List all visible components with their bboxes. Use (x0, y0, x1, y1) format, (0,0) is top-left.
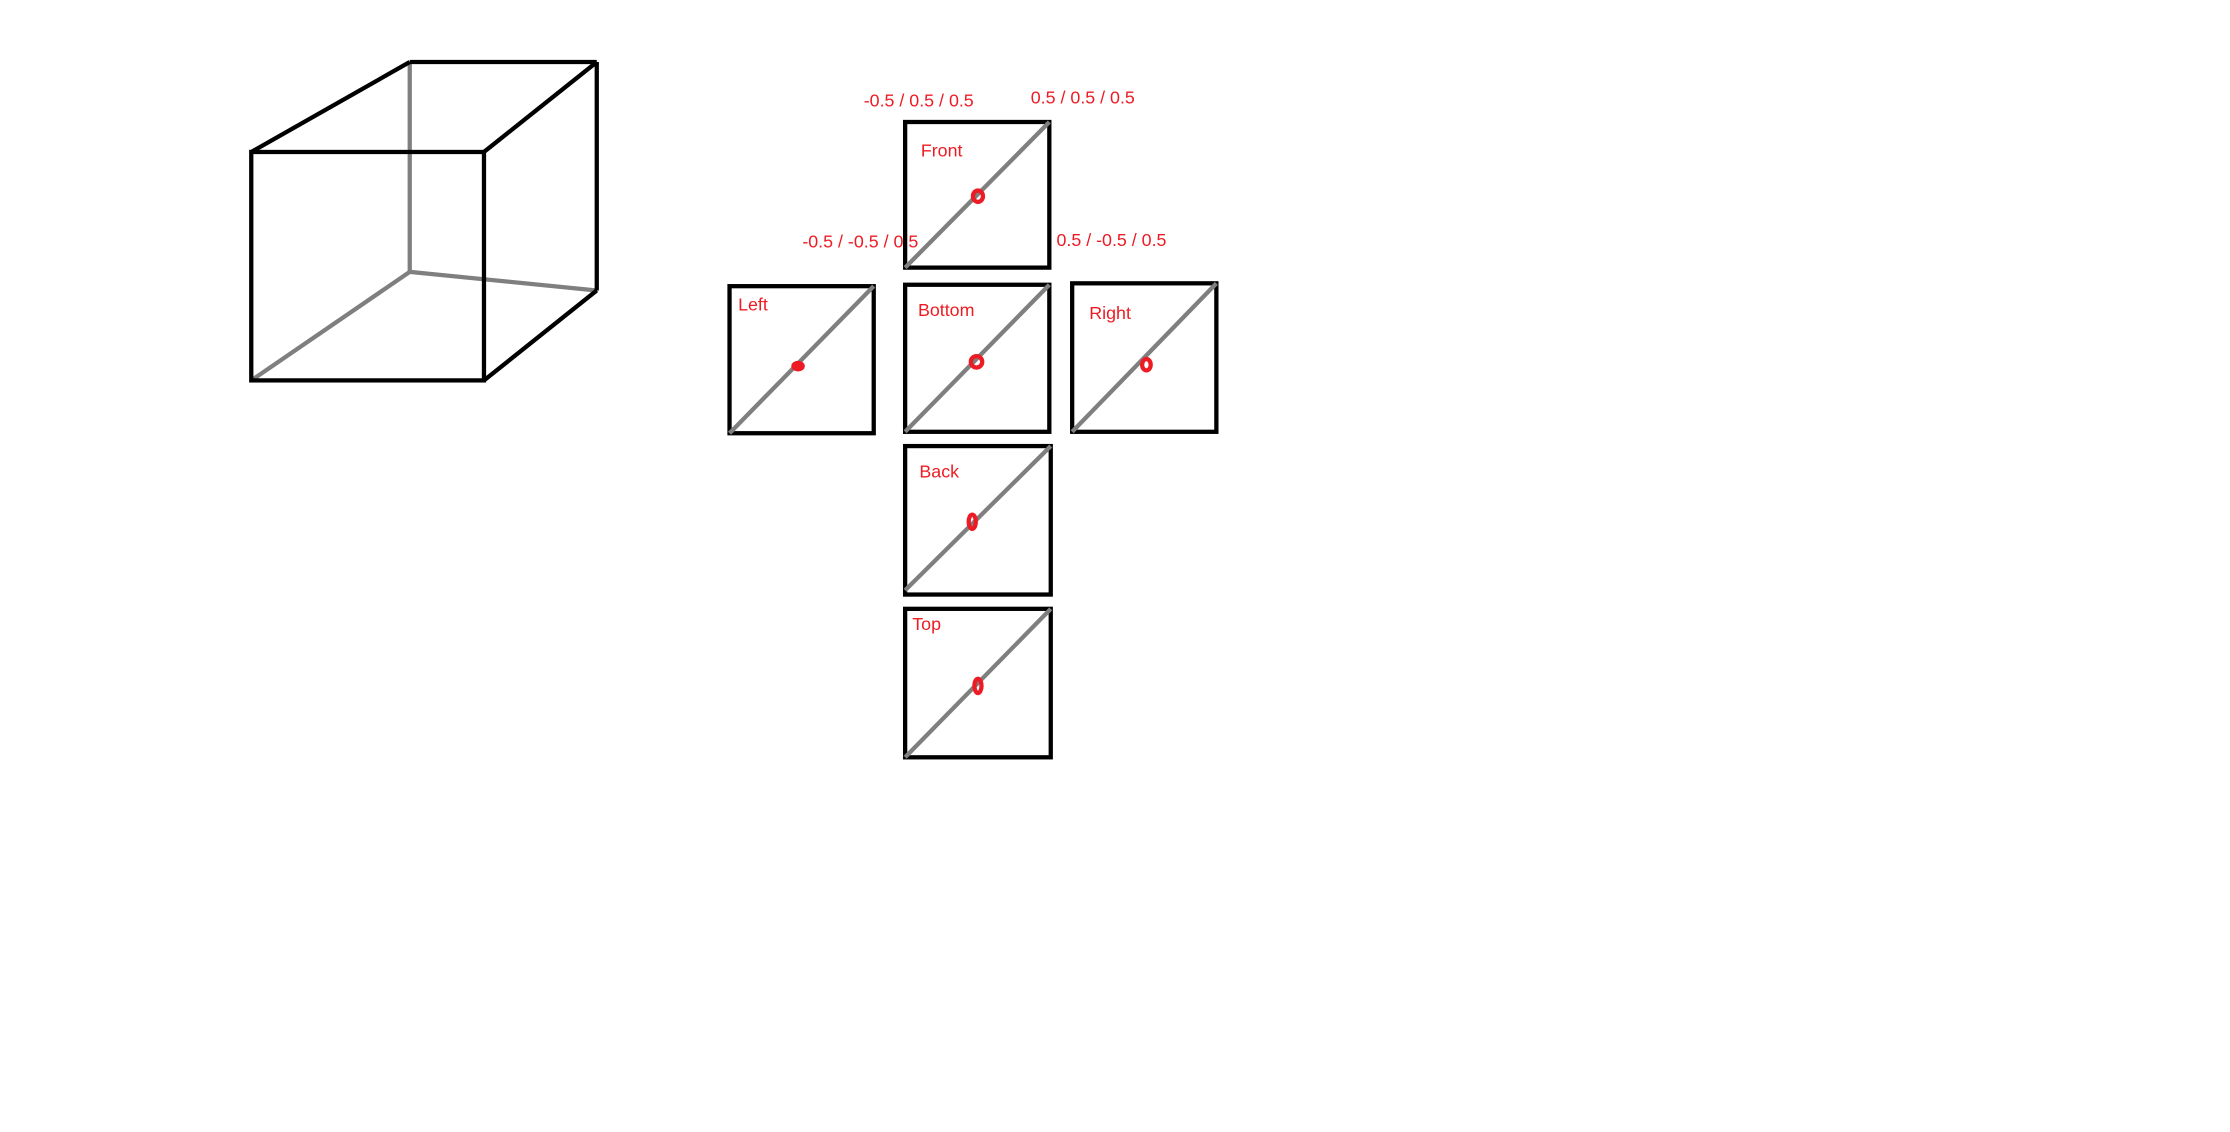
corner-label-front-top-left: -0.5 / 0.5 / 0.5 (864, 90, 974, 110)
face-front: Front (902, 119, 1052, 270)
wireframe-cube (249, 59, 599, 383)
face-right-outline (1070, 281, 1219, 434)
face-right-center-marker (1139, 356, 1153, 373)
cube-top-right-edge (482, 60, 599, 154)
face-top-diagonal (903, 607, 1053, 759)
face-back: Back (902, 443, 1053, 597)
corner-label-front-top-right: 0.5 / 0.5 / 0.5 (1031, 87, 1135, 107)
face-bottom-center-marker (968, 353, 985, 370)
face-bottom: Bottom (902, 282, 1052, 434)
face-bottom-outline (902, 282, 1052, 434)
cube-hidden-edge-horizontal (409, 269, 597, 293)
face-back-diagonal (903, 444, 1053, 592)
face-right-label: Right (1089, 303, 1131, 323)
face-top-center-marker (972, 676, 984, 696)
face-bottom-label: Bottom (918, 300, 974, 320)
face-top: Top (902, 606, 1053, 760)
face-left-center-marker (791, 360, 805, 372)
face-left-outline (727, 284, 876, 436)
face-right: Right (1070, 281, 1219, 434)
face-front-center-marker (970, 188, 986, 205)
face-back-outline (902, 443, 1053, 597)
face-front-outline (902, 119, 1052, 270)
face-left-diagonal (728, 284, 876, 435)
corner-label-front-bottom-right: 0.5 / -0.5 / 0.5 (1056, 230, 1166, 250)
cube-hidden-edge-diagonal (250, 270, 411, 383)
face-back-label: Back (919, 461, 959, 481)
face-left: Left (727, 284, 876, 436)
face-front-label: Front (921, 140, 963, 160)
cube-front-face (249, 149, 487, 383)
cube-bottom-right-edge (482, 288, 599, 383)
face-top-label: Top (912, 614, 941, 634)
cube-top-left-edge (250, 60, 411, 154)
face-back-center-marker (966, 512, 978, 532)
face-left-label: Left (738, 294, 768, 314)
corner-labels: -0.5 / 0.5 / 0.5 0.5 / 0.5 / 0.5 -0.5 / … (802, 87, 1166, 251)
face-top-outline (902, 606, 1053, 760)
face-front-diagonal (903, 120, 1051, 270)
corner-label-front-bottom-left: -0.5 / -0.5 / 0.5 (802, 232, 918, 252)
